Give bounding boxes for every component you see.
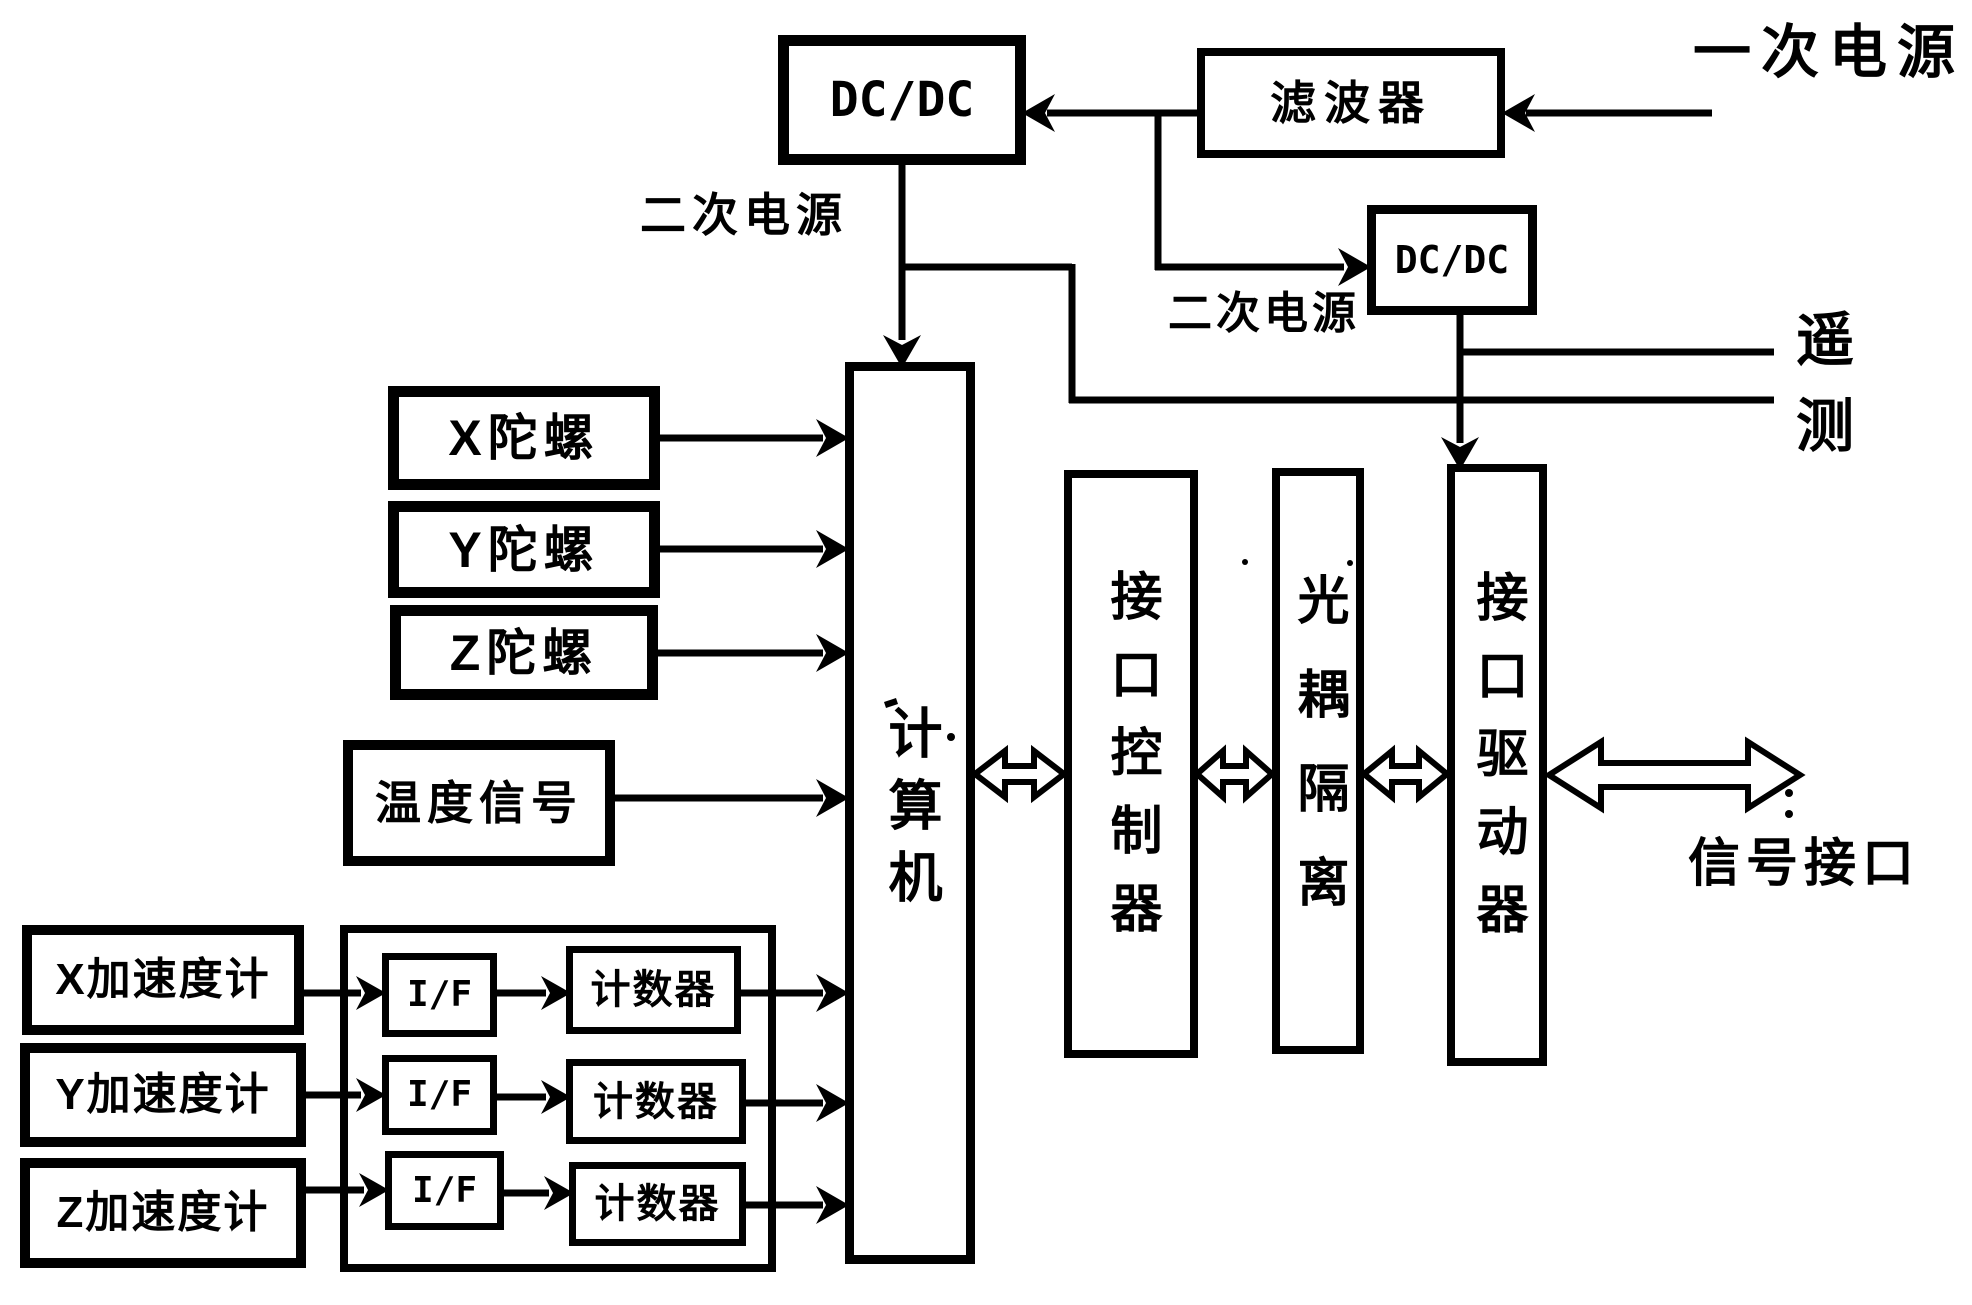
accel-y-label: Y加速度计 xyxy=(55,1070,271,1119)
speck-colon-top xyxy=(1785,789,1793,797)
gyro-x-box: X陀螺 xyxy=(388,386,660,490)
dcdc-secondary-box: DC/DC xyxy=(1367,205,1537,315)
dcdc-secondary-label: DC/DC xyxy=(1394,238,1510,282)
dcdc-primary-label: DC/DC xyxy=(829,72,975,128)
if-row1-box: I/F xyxy=(382,953,497,1037)
counter-row1-box: 计数器 xyxy=(566,946,741,1034)
interface-driver-box: 接口驱动器 xyxy=(1447,464,1547,1066)
if-row2-label: I/F xyxy=(406,1074,473,1115)
telemetry-char1-label: 遥 xyxy=(1796,308,1855,373)
accel-y-box: Y加速度计 xyxy=(20,1043,306,1147)
gyro-z-label: Z陀螺 xyxy=(449,624,599,681)
filter-label: 滤波器 xyxy=(1270,77,1432,129)
opto-isolation-label: 光耦隔离 xyxy=(1289,573,1347,949)
counter-row3-label: 计数器 xyxy=(594,1182,721,1226)
counter-row2-label: 计数器 xyxy=(593,1079,719,1124)
bus-arrow-opto-driver xyxy=(1359,744,1452,804)
accel-x-label: X加速度计 xyxy=(55,955,271,1004)
interface-driver-label: 接口驱动器 xyxy=(1468,570,1526,960)
computer-label: 计算机 xyxy=(880,705,940,921)
bus-arrow-driver-signal-interface xyxy=(1543,736,1806,814)
counter-row1-label: 计数器 xyxy=(590,968,717,1012)
dcdc-primary-box: DC/DC xyxy=(778,35,1026,165)
signal-interface-label: 信号接口 xyxy=(1688,835,1921,893)
opto-isolation-box: 光耦隔离 xyxy=(1272,468,1364,1054)
temperature-signal-label: 温度信号 xyxy=(375,777,583,829)
gyro-z-box: Z陀螺 xyxy=(390,605,658,700)
accel-x-box: X加速度计 xyxy=(22,925,304,1035)
temperature-signal-box: 温度信号 xyxy=(343,740,615,866)
bus-arrow-computer-controller xyxy=(970,744,1069,804)
gyro-y-label: Y陀螺 xyxy=(448,521,600,578)
telemetry-char2-label: 测 xyxy=(1796,394,1855,459)
arrowhead-into-dcdc1 xyxy=(1022,94,1055,132)
if-row2-box: I/F xyxy=(382,1055,497,1135)
counter-row3-box: 计数器 xyxy=(569,1162,746,1246)
speck-colon-bottom xyxy=(1785,810,1793,818)
speck-dot-2 xyxy=(1242,559,1248,565)
bus-arrow-controller-opto xyxy=(1192,744,1277,804)
interface-controller-box: 接口控制器 xyxy=(1064,470,1198,1058)
accel-z-label: Z加速度计 xyxy=(56,1188,270,1237)
accel-z-box: Z加速度计 xyxy=(20,1158,306,1268)
computer-box: 计算机 xyxy=(845,362,975,1264)
filter-box: 滤波器 xyxy=(1197,48,1505,158)
arrowhead-into-filter xyxy=(1502,94,1535,132)
interface-controller-label: 接口控制器 xyxy=(1102,569,1160,959)
secondary-power-right-label: 二次电源 xyxy=(1168,289,1360,338)
counter-row2-box: 计数器 xyxy=(566,1059,746,1144)
if-row3-box: I/F xyxy=(385,1151,504,1230)
primary-power-label: 一次电源 xyxy=(1693,20,1966,85)
secondary-power-left-label: 二次电源 xyxy=(640,189,848,241)
gyro-y-box: Y陀螺 xyxy=(388,501,660,598)
if-row3-label: I/F xyxy=(411,1169,478,1211)
if-row1-label: I/F xyxy=(406,974,473,1015)
gyro-x-label: X陀螺 xyxy=(448,410,600,466)
